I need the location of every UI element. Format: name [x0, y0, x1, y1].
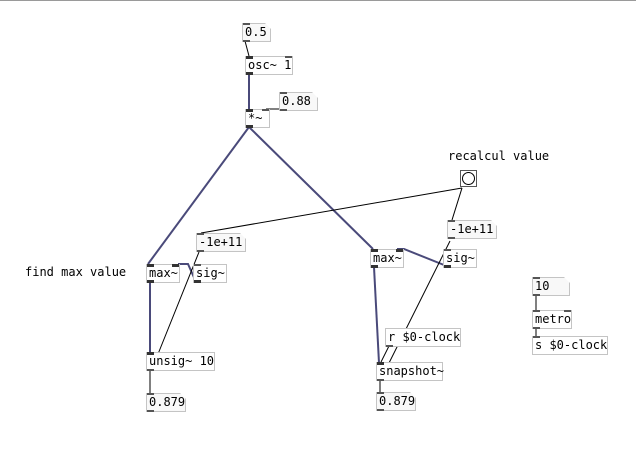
signal-outlet[interactable]	[246, 125, 253, 128]
receive-clock-label: r $0-clock	[388, 330, 461, 344]
signal-inlet[interactable]	[246, 56, 253, 59]
gain-number-box[interactable]: 0.88	[279, 92, 318, 111]
outlet[interactable]	[147, 410, 154, 412]
recalcul-bang-button[interactable]	[460, 170, 477, 187]
inlet[interactable]	[377, 392, 384, 394]
outlet[interactable]	[386, 345, 393, 347]
outlet[interactable]	[377, 379, 384, 381]
snapshot-label: snapshot~	[379, 364, 445, 378]
inlet[interactable]	[533, 277, 540, 279]
signal-outlet[interactable]	[194, 280, 201, 283]
inlet[interactable]	[448, 220, 455, 222]
metro-rate-value: 10	[535, 279, 550, 293]
control-cord[interactable]	[451, 187, 463, 221]
signal-outlet[interactable]	[147, 280, 154, 283]
outlet[interactable]	[197, 250, 204, 252]
outlet[interactable]	[448, 237, 455, 239]
inlet[interactable]	[243, 23, 250, 25]
unsig-label: unsig~ 10	[149, 354, 215, 368]
inlet[interactable]	[533, 336, 540, 338]
send-clock-object[interactable]: s $0-clock	[532, 336, 608, 355]
signal-cord[interactable]	[373, 266, 380, 364]
outlet[interactable]	[147, 369, 154, 371]
right-sig-number-box[interactable]: -1e+11	[447, 220, 497, 239]
send-clock-label: s $0-clock	[535, 338, 608, 352]
receive-clock-object[interactable]: r $0-clock	[385, 328, 461, 347]
right-result-value: 0.879	[379, 394, 416, 408]
signal-inlet[interactable]	[246, 109, 253, 112]
bang-circle-icon	[462, 172, 475, 185]
left-sig-object[interactable]: sig~	[193, 264, 227, 283]
osc-label: osc~ 1	[248, 58, 292, 72]
signal-inlet[interactable]	[147, 264, 154, 267]
metro-rate-number-box[interactable]: 10	[532, 277, 570, 296]
control-cord[interactable]	[244, 40, 250, 57]
right-max-object[interactable]: max~	[370, 249, 404, 268]
inlet[interactable]	[194, 264, 201, 266]
signal-inlet[interactable]	[371, 249, 378, 252]
right-result-number-box[interactable]: 0.879	[376, 392, 416, 411]
signal-inlet[interactable]	[377, 362, 384, 365]
control-cord[interactable]	[380, 345, 390, 363]
unsig-object[interactable]: unsig~ 10	[146, 352, 215, 371]
control-cord[interactable]	[379, 240, 451, 382]
control-cord[interactable]	[151, 251, 200, 370]
left-result-value: 0.879	[149, 395, 186, 409]
left-sig-label: sig~	[196, 266, 225, 280]
inlet[interactable]	[147, 393, 154, 395]
multiply-object[interactable]: *~	[245, 109, 270, 128]
multiply-label: *~	[248, 111, 263, 125]
signal-outlet[interactable]	[246, 72, 253, 75]
right-sig-label: sig~	[446, 251, 475, 265]
outlet[interactable]	[280, 109, 287, 111]
inlet[interactable]	[262, 109, 269, 111]
inlet[interactable]	[564, 310, 571, 312]
right-sig-value: -1e+11	[450, 222, 494, 236]
inlet[interactable]	[197, 233, 204, 235]
canvas-top-border	[0, 0, 636, 1]
find-max-comment: find max value	[25, 265, 127, 279]
outlet[interactable]	[243, 40, 250, 42]
signal-outlet[interactable]	[371, 265, 378, 268]
signal-inlet[interactable]	[172, 264, 179, 267]
metro-label: metro	[535, 312, 572, 326]
outlet[interactable]	[533, 294, 540, 296]
gain-value: 0.88	[282, 94, 311, 108]
left-sig-number-box[interactable]: -1e+11	[196, 233, 246, 252]
right-sig-object[interactable]: sig~	[443, 249, 477, 268]
inlet[interactable]	[533, 310, 540, 312]
left-max-label: max~	[149, 266, 178, 280]
control-cord[interactable]	[200, 187, 463, 234]
signal-inlet[interactable]	[396, 249, 403, 252]
signal-cord[interactable]	[147, 126, 250, 265]
amplitude-value: 0.5	[245, 25, 267, 39]
right-max-label: max~	[373, 251, 402, 265]
osc-object[interactable]: osc~ 1	[245, 56, 293, 75]
recalcul-comment: recalcul value	[448, 149, 550, 163]
signal-inlet[interactable]	[147, 352, 154, 355]
outlet[interactable]	[377, 409, 384, 411]
amplitude-number-box[interactable]: 0.5	[242, 23, 271, 42]
inlet[interactable]	[285, 56, 292, 58]
outlet[interactable]	[533, 327, 540, 329]
snapshot-object[interactable]: snapshot~	[376, 362, 445, 381]
left-max-object[interactable]: max~	[146, 264, 180, 283]
inlet[interactable]	[280, 92, 287, 94]
left-sig-value: -1e+11	[199, 235, 243, 249]
metro-object[interactable]: metro	[532, 310, 572, 329]
inlet[interactable]	[444, 249, 451, 251]
signal-cord[interactable]	[248, 126, 374, 250]
signal-outlet[interactable]	[444, 265, 451, 268]
left-result-number-box[interactable]: 0.879	[146, 393, 186, 412]
